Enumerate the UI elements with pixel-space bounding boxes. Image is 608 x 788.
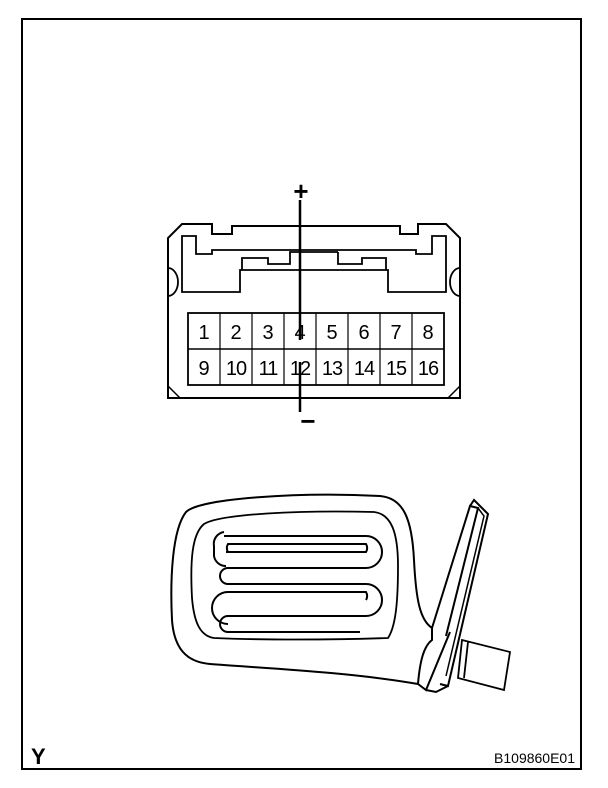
connector: [167, 223, 461, 399]
connector-latch: [181, 235, 447, 293]
pin-label: 9: [198, 358, 209, 380]
corner-mark: Y: [31, 744, 46, 769]
diagram-frame: [21, 18, 582, 770]
connector-chamfer-right: [447, 385, 461, 399]
pin-label: 15: [386, 358, 407, 380]
pin-label: 5: [326, 322, 337, 344]
pin-label: 6: [358, 322, 369, 344]
mirror-glass: [190, 510, 399, 641]
pin-label: 16: [418, 358, 439, 380]
connector-chamfer-left: [167, 385, 181, 399]
connector-tab-left: [241, 251, 338, 270]
positive-label: +: [293, 176, 308, 206]
mirror-bracket-inner: [445, 507, 485, 677]
mirror-connector-stub: [457, 638, 512, 692]
heater-inner: [211, 531, 369, 625]
pin-label: 14: [354, 358, 375, 380]
pin-label: 3: [262, 322, 273, 344]
pin-label: 10: [226, 358, 247, 380]
heated-mirror-icon: [170, 493, 512, 694]
mirror-bracket: [425, 498, 490, 694]
connector-notch-left: [167, 267, 179, 297]
connector-tab-right: [337, 252, 387, 270]
figure-code: B109860E01: [494, 750, 575, 766]
pin-label: 2: [230, 322, 241, 344]
connector-notch-right: [449, 267, 461, 297]
heater-outer: [219, 535, 383, 633]
pin-label: 7: [390, 322, 401, 344]
connector-housing: [167, 223, 461, 399]
negative-label: −: [300, 406, 315, 436]
pin-label: 13: [322, 358, 343, 380]
mirror-housing: [170, 493, 433, 686]
pin-label: 8: [422, 322, 433, 344]
pin-label: 1: [198, 322, 209, 344]
pin-label: 11: [259, 358, 279, 380]
